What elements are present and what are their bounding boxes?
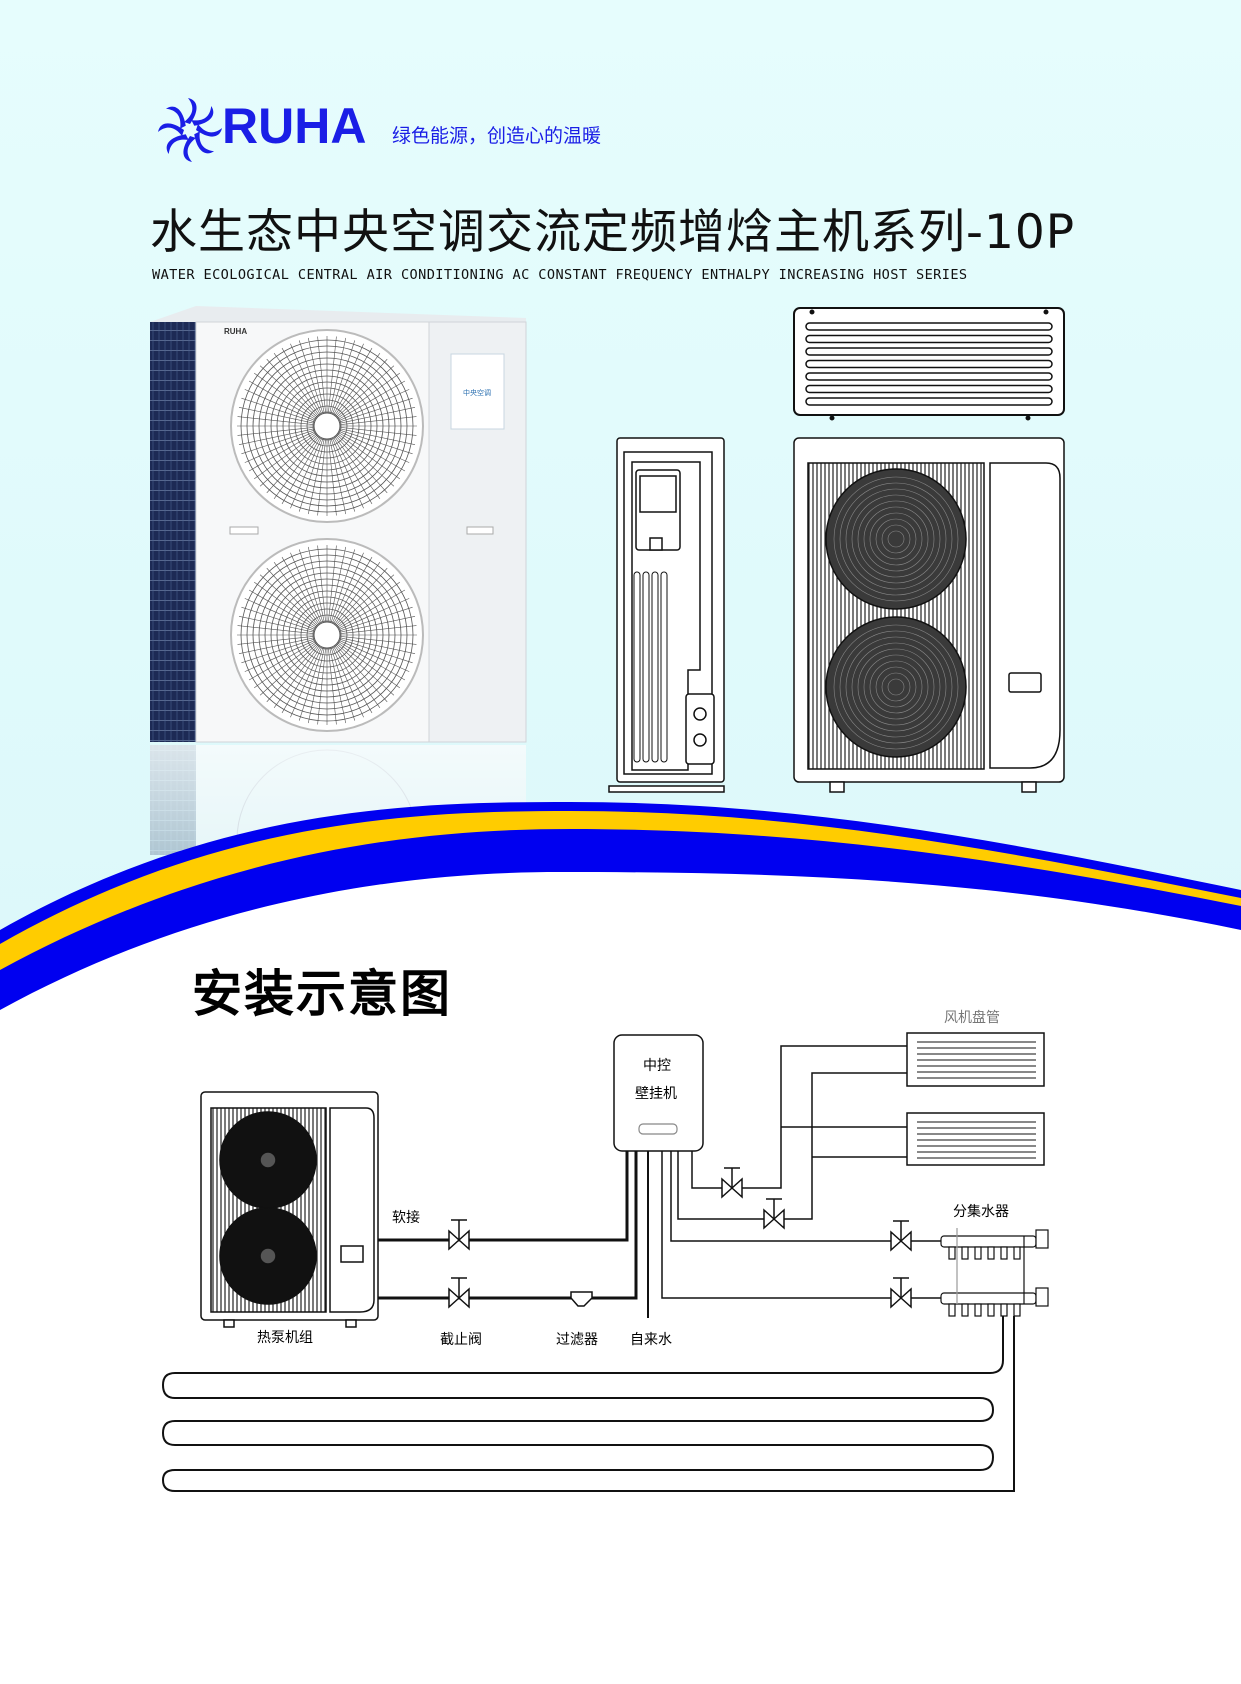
valve-icon [721,1167,743,1199]
valve-icon [890,1220,912,1252]
top-view-drawing [793,307,1065,421]
diagram-title: 安装示意图 [192,965,452,1023]
controller-label-line2: 壁挂机 [635,1086,677,1102]
valve-icon [890,1277,912,1309]
valve-icon [448,1219,470,1251]
floor-heating-loop [161,1316,1015,1492]
controller-label-line1: 中控 [643,1058,671,1074]
filter-label: 过滤器 [556,1332,598,1348]
tap-water-label: 自来水 [630,1332,672,1348]
heat-pump-unit [200,1091,379,1328]
valve-icon [763,1198,785,1230]
manifold-label: 分集水器 [953,1204,1009,1220]
heat-pump-label: 热泵机组 [257,1330,313,1346]
front-view-drawing [793,437,1065,793]
valve-icon [448,1277,470,1309]
unit-brand-mark: RUHA [224,327,247,336]
fan-coil-units [906,1032,1045,1166]
stop-valve-label: 截止阀 [440,1332,482,1348]
controller-box [613,1034,704,1152]
brand-tagline: 绿色能源，创造心的温暖 [392,125,602,147]
side-view-drawing [608,437,725,793]
fan-coil-label: 风机盘管 [944,1010,1000,1026]
brand-logo-text: RUHA [222,98,367,154]
fan-grille-icon [230,329,424,523]
fan-grille-icon [230,538,424,732]
decorative-wave [0,802,1241,1684]
installation-diagram [161,1032,1049,1492]
manifold [940,1228,1049,1317]
page-title: 水生态中央空调交流定频增焓主机系列-10P [150,205,1076,260]
soft-joint-label: 软接 [392,1210,420,1226]
page-subtitle: WATER ECOLOGICAL CENTRAL AIR CONDITIONIN… [152,267,968,283]
ruha-logo-icon [158,98,222,162]
product-photo: RUHA 中央空调 [150,306,527,931]
unit-sticker-label: 中央空调 [463,388,491,397]
